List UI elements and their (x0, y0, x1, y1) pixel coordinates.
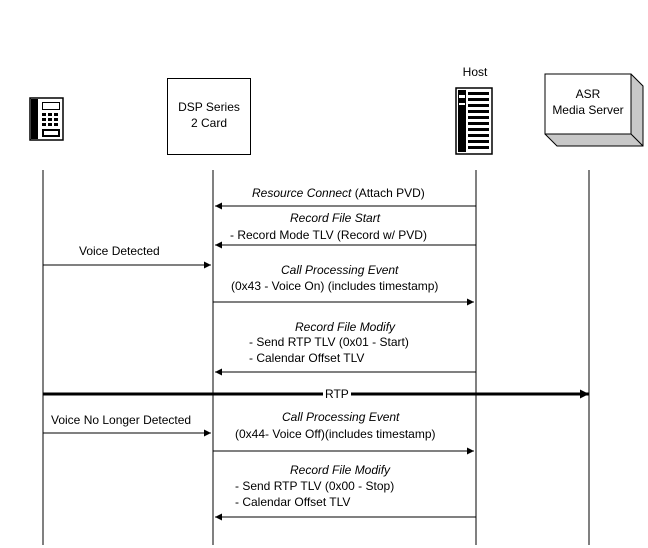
message-voice-on-title: Call Processing Event (281, 263, 399, 277)
server-tower-icon (455, 87, 493, 155)
asr-label-line1: ASR (575, 87, 601, 101)
dsp-series-2-card-box (167, 78, 251, 155)
message-record-file-modify-start-detail2: - Calendar Offset TLV (249, 351, 365, 365)
telephone-icon (29, 97, 64, 141)
message-voice-detected: Voice Detected (79, 244, 160, 258)
asr-media-server-box (544, 73, 644, 147)
message-record-file-start-title: Record File Start (290, 211, 381, 225)
message-resource-connect-title: Resource Connect (252, 186, 352, 200)
message-voice-off-detail: (0x44- Voice Off)(includes timestamp) (235, 427, 436, 441)
asr-label-line2: Media Server (552, 103, 624, 117)
dsp-label-line1: DSP Series (178, 100, 240, 114)
message-record-file-modify-stop-detail1: - Send RTP TLV (0x00 - Stop) (235, 479, 395, 493)
message-voice-no-longer-detected: Voice No Longer Detected (51, 413, 192, 427)
message-record-file-modify-stop-detail2: - Calendar Offset TLV (235, 495, 351, 509)
message-record-file-modify-stop-title: Record File Modify (290, 463, 391, 477)
message-voice-on-detail: (0x43 - Voice On) (includes timestamp) (231, 279, 439, 293)
message-resource-connect: Resource Connect (Attach PVD) (252, 186, 425, 200)
dsp-label-line2: 2 Card (190, 116, 228, 130)
message-voice-off-title: Call Processing Event (282, 410, 400, 424)
message-rtp: RTP (323, 387, 351, 401)
message-record-file-start-detail: - Record Mode TLV (Record w/ PVD) (230, 228, 427, 242)
message-record-file-modify-start-title: Record File Modify (295, 320, 396, 334)
host-label: Host (462, 65, 488, 79)
message-resource-connect-detail: (Attach PVD) (351, 186, 425, 200)
message-record-file-modify-start-detail1: - Send RTP TLV (0x01 - Start) (249, 335, 409, 349)
